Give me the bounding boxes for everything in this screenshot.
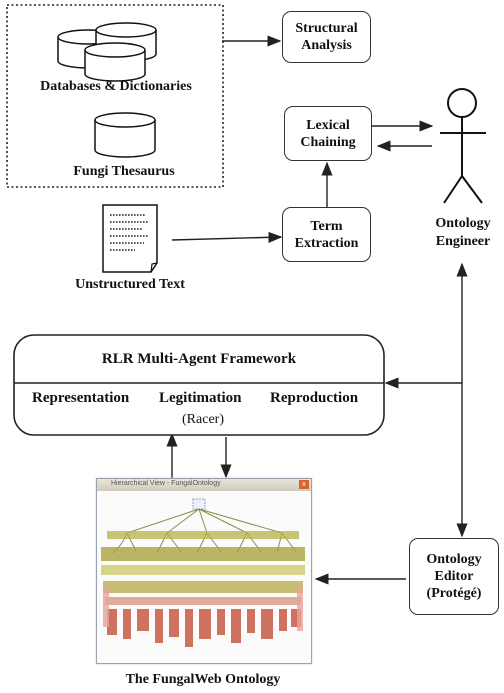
- framework-representation: Representation: [32, 390, 130, 406]
- ontology-window-titlebar: Hierarchical View - FungalOntology x: [97, 479, 311, 491]
- arrow-text-to-term: [171, 231, 283, 243]
- database-icon: [57, 22, 157, 82]
- thesaurus-database-icon: [94, 112, 156, 158]
- framework-racer: (Racer): [182, 412, 224, 427]
- ontology-caption: The FungalWeb Ontology: [125, 672, 281, 687]
- structural-analysis-line1: Structural: [295, 21, 358, 36]
- framework-box: [13, 334, 385, 436]
- ontology-window-title: Hierarchical View - FungalOntology: [111, 480, 221, 487]
- ontology-editor-line3: (Protégé): [426, 586, 482, 601]
- ontology-engineer-line2: Engineer: [435, 234, 491, 249]
- thesaurus-label: Fungi Thesaurus: [73, 164, 175, 179]
- ontology-editor-line1: Ontology: [426, 552, 482, 567]
- ontology-tree-graphic: [101, 498, 305, 647]
- sources-group-border: [6, 4, 224, 188]
- ontology-engineer-line1: Ontology: [435, 216, 491, 231]
- ontology-window: Hierarchical View - FungalOntology x: [96, 478, 312, 664]
- ontology-editor-box: Ontology Editor (Protégé): [409, 538, 499, 615]
- lexical-chaining-line1: Lexical: [306, 117, 350, 133]
- framework-reproduction: Reproduction: [270, 390, 359, 406]
- term-extraction-line1: Term: [310, 218, 343, 234]
- close-icon: x: [299, 480, 309, 489]
- framework-legitimation: Legitimation: [159, 390, 242, 406]
- lexical-chaining-line2: Chaining: [300, 134, 356, 150]
- term-extraction-line2: Extraction: [294, 235, 359, 251]
- document-icon: [102, 204, 158, 273]
- unstructured-text-label: Unstructured Text: [75, 277, 185, 292]
- framework-title: RLR Multi-Agent Framework: [101, 351, 297, 367]
- ontology-editor-line2: Editor: [434, 569, 474, 584]
- databases-label: Databases & Dictionaries: [40, 79, 192, 94]
- structural-analysis-box: Structural Analysis: [282, 11, 371, 63]
- ontology-engineer-label: Ontology Engineer: [422, 215, 504, 251]
- lexical-chaining-box: Lexical Chaining: [284, 106, 372, 161]
- person-icon: [440, 88, 486, 204]
- term-extraction-box: Term Extraction: [282, 207, 371, 262]
- structural-analysis-line2: Analysis: [301, 38, 352, 53]
